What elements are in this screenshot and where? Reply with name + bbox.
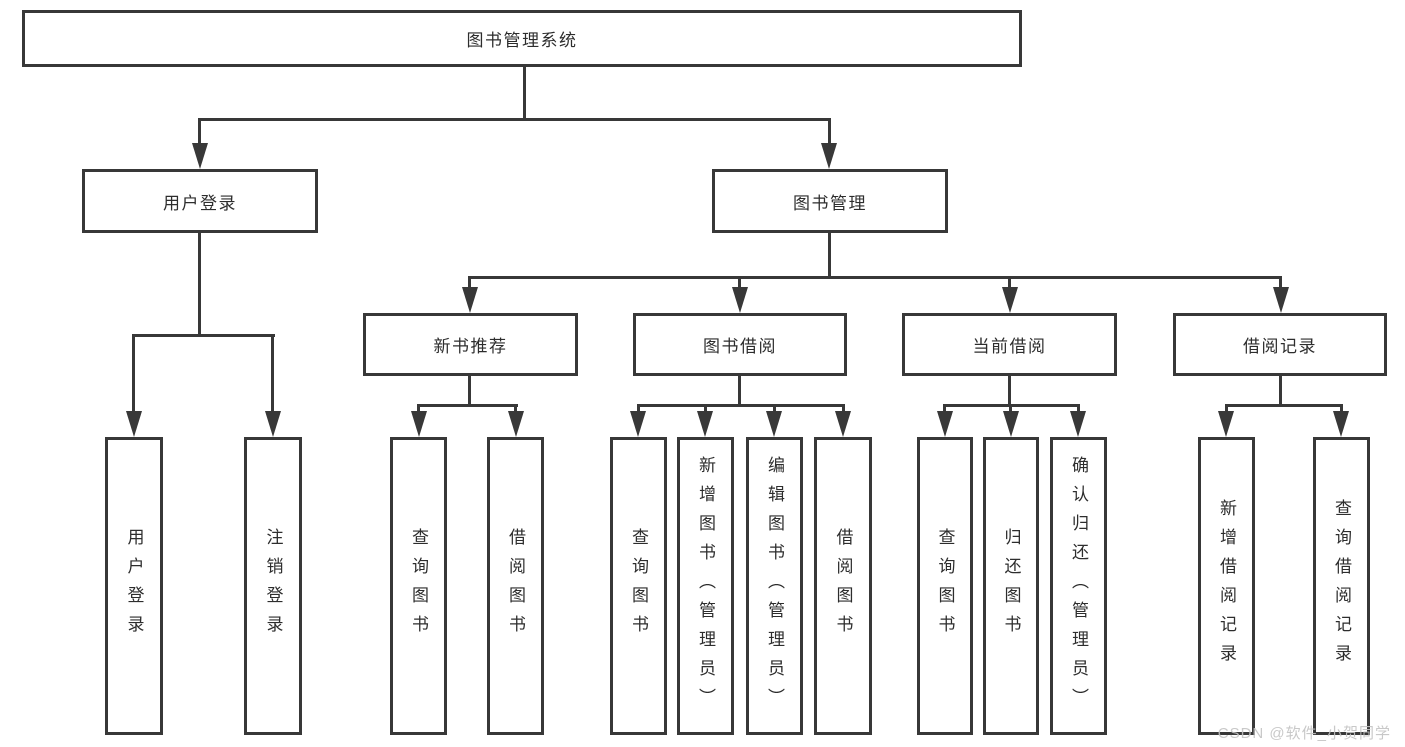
leaf-confirm-return-admin: 确认归还（管理员）: [1050, 437, 1107, 735]
connector-line: [468, 376, 471, 406]
arrow-down-icon: [1003, 411, 1019, 437]
node-label: 查询图书: [935, 528, 955, 644]
arrow-down-icon: [835, 411, 851, 437]
arrow-down-icon: [1273, 287, 1289, 313]
connector-line: [1225, 406, 1228, 413]
node-label: 用户登录: [124, 528, 144, 644]
node-label: 查询图书: [629, 528, 648, 644]
leaf-add-book-admin: 新增图书（管理员）: [677, 437, 734, 735]
arrow-down-icon: [462, 287, 478, 313]
node-label: 查询图书: [409, 528, 428, 644]
leaf-query-borrow-record: 查询借阅记录: [1313, 437, 1370, 735]
connector-line: [842, 406, 845, 413]
leaf-logout: 注销登录: [244, 437, 302, 735]
connector-line: [637, 404, 845, 407]
connector-line: [738, 376, 741, 406]
leaf-recommend-query-book: 查询图书: [390, 437, 447, 735]
connector-line: [468, 276, 1282, 279]
connector-line: [198, 120, 201, 146]
arrow-down-icon: [697, 411, 713, 437]
node-user-login-group: 用户登录: [82, 169, 318, 233]
leaf-add-borrow-record: 新增借阅记录: [1198, 437, 1255, 735]
arrow-down-icon: [126, 411, 142, 437]
connector-line: [1279, 376, 1282, 406]
connector-line: [198, 118, 831, 121]
node-label: 新增图书（管理员）: [696, 455, 715, 717]
connector-line: [514, 406, 517, 413]
connector-line: [1279, 278, 1282, 290]
connector-line: [704, 406, 707, 413]
node-label: 图书借阅: [703, 337, 777, 356]
node-label: 借阅记录: [1243, 337, 1317, 356]
arrow-down-icon: [821, 143, 837, 169]
leaf-recommend-borrow-book: 借阅图书: [487, 437, 544, 735]
node-label: 新增借阅记录: [1217, 499, 1236, 673]
connector-line: [132, 334, 275, 337]
node-label: 确认归还（管理员）: [1069, 455, 1088, 717]
connector-line: [1077, 406, 1080, 413]
arrow-down-icon: [766, 411, 782, 437]
arrow-down-icon: [1333, 411, 1349, 437]
node-label: 图书管理: [793, 193, 867, 213]
arrow-down-icon: [937, 411, 953, 437]
node-label: 新书推荐: [433, 337, 508, 356]
arrow-down-icon: [265, 411, 281, 437]
connector-line: [198, 233, 201, 336]
node-label: 当前借阅: [972, 337, 1047, 356]
leaf-user-login: 用户登录: [105, 437, 163, 735]
connector-line: [468, 278, 471, 290]
connector-line: [828, 233, 831, 279]
connector-line: [943, 406, 946, 413]
node-label: 注销登录: [263, 528, 283, 644]
node-label: 查询借阅记录: [1332, 499, 1351, 673]
leaf-borrow-book: 借阅图书: [814, 437, 872, 735]
connector-line: [738, 278, 741, 290]
node-label: 用户登录: [163, 193, 237, 213]
connector-line: [1009, 406, 1012, 413]
node-label: 图书管理系统: [466, 31, 578, 50]
node-borrow-records: 借阅记录: [1173, 313, 1387, 376]
node-system-root: 图书管理系统: [22, 10, 1022, 67]
leaf-current-query-book: 查询图书: [917, 437, 973, 735]
connector-line: [271, 336, 274, 414]
connector-line: [132, 336, 135, 414]
arrow-down-icon: [508, 411, 524, 437]
leaf-return-book: 归还图书: [983, 437, 1039, 735]
arrow-down-icon: [1002, 287, 1018, 313]
node-label: 借阅图书: [506, 528, 525, 644]
node-book-borrow: 图书借阅: [633, 313, 847, 376]
connector-line: [1225, 404, 1343, 407]
connector-line: [637, 406, 640, 413]
connector-line: [1008, 376, 1011, 406]
arrow-down-icon: [411, 411, 427, 437]
connector-line: [943, 404, 1080, 407]
leaf-edit-book-admin: 编辑图书（管理员）: [746, 437, 803, 735]
leaf-borrow-query-book: 查询图书: [610, 437, 667, 735]
connector-line: [417, 404, 518, 407]
arrow-down-icon: [630, 411, 646, 437]
arrow-down-icon: [192, 143, 208, 169]
node-book-management: 图书管理: [712, 169, 948, 233]
connector-line: [828, 120, 831, 146]
connector-line: [773, 406, 776, 413]
node-label: 借阅图书: [833, 528, 853, 644]
node-label: 归还图书: [1001, 528, 1021, 644]
arrow-down-icon: [1070, 411, 1086, 437]
node-new-book-recommend: 新书推荐: [363, 313, 578, 376]
connector-line: [523, 67, 526, 120]
connector-line: [417, 406, 420, 413]
connector-line: [1340, 406, 1343, 413]
node-label: 编辑图书（管理员）: [765, 455, 784, 717]
node-current-borrow: 当前借阅: [902, 313, 1117, 376]
arrow-down-icon: [1218, 411, 1234, 437]
arrow-down-icon: [732, 287, 748, 313]
connector-line: [1008, 278, 1011, 290]
csdn-watermark: CSDN @软件_小贺同学: [1217, 725, 1391, 742]
